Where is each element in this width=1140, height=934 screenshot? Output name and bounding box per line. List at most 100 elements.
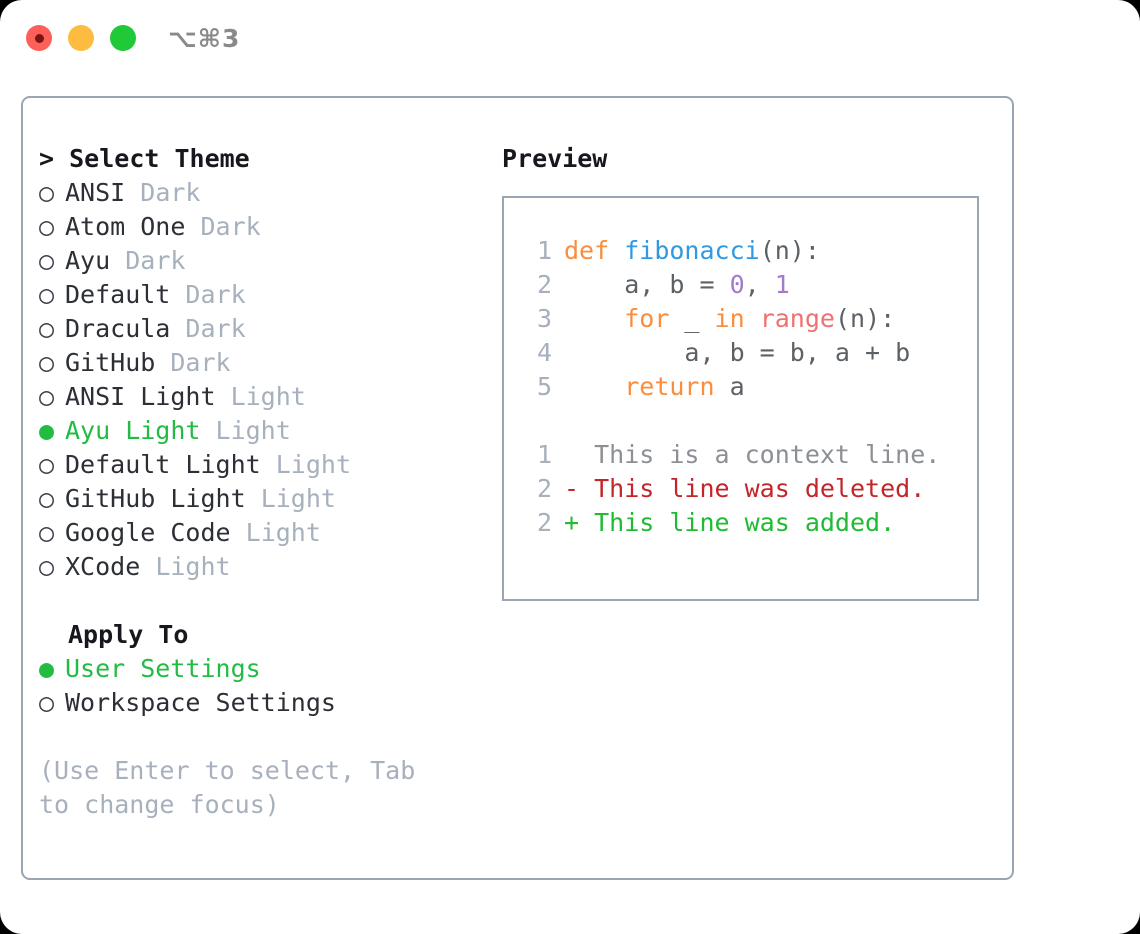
- title-bar: ⌥⌘3: [0, 0, 1140, 78]
- radio-unselected-icon: ○: [39, 246, 55, 275]
- select-theme-heading: > Select Theme: [39, 142, 479, 176]
- diff-line-add: 2+ This line was added.: [520, 506, 977, 540]
- radio-unselected-icon: ○: [39, 212, 55, 241]
- line-number: 1: [536, 236, 552, 265]
- theme-option-github[interactable]: ○GitHub Dark: [39, 346, 479, 380]
- theme-option-tag: Light: [215, 416, 291, 445]
- code-token-pln: [564, 304, 624, 333]
- line-number: 2: [536, 474, 552, 503]
- theme-option-google-code[interactable]: ○Google Code Light: [39, 516, 479, 550]
- diff-text: This line was added.: [579, 508, 896, 537]
- theme-option-github-light[interactable]: ○ GitHub Light Light: [39, 482, 479, 516]
- theme-option-label: GitHub Light: [65, 484, 246, 513]
- radio-unselected-icon: ○: [39, 314, 55, 343]
- label-tag-gap: [231, 518, 246, 547]
- close-button[interactable]: [26, 25, 52, 51]
- radio-unselected-icon: ○: [39, 382, 55, 411]
- theme-option-xcode[interactable]: ○ XCode Light: [39, 550, 479, 584]
- line-number: 3: [536, 304, 552, 333]
- code-token-pln: [745, 304, 760, 333]
- code-token-num: 1: [774, 270, 790, 299]
- theme-option-label: Default Light: [65, 450, 261, 479]
- code-token-pln: (n):: [834, 304, 896, 333]
- window-controls: [26, 25, 136, 51]
- diff-line-del: 2- This line was deleted.: [520, 472, 977, 506]
- theme-option-tag: Light: [230, 382, 306, 411]
- theme-option-ayu-light[interactable]: ●Ayu Light Light: [39, 414, 479, 448]
- theme-option-tag: Dark: [170, 348, 231, 377]
- diff-text: This is a context line.: [579, 440, 941, 469]
- theme-option-tag: Light: [155, 552, 231, 581]
- radio-unselected-icon: ○: [39, 688, 55, 717]
- theme-option-default[interactable]: ○ Default Dark: [39, 278, 479, 312]
- code-token-call: range: [759, 304, 835, 333]
- code-token-fn: fibonacci: [624, 236, 760, 265]
- radio-selected-icon: ●: [39, 654, 55, 683]
- code-line: 3 for _ in range(n):: [520, 302, 977, 336]
- theme-option-ayu[interactable]: ○Ayu Dark: [39, 244, 479, 278]
- theme-option-default-light[interactable]: ○Default Light Light: [39, 448, 479, 482]
- select-theme-heading-label: Select Theme: [69, 144, 250, 173]
- theme-option-tag: Dark: [200, 212, 261, 241]
- theme-option-tag: Light: [260, 484, 336, 513]
- label-tag-gap: [155, 348, 170, 377]
- label-tag-gap: [140, 552, 155, 581]
- label-tag-gap: [110, 246, 125, 275]
- diff-marker: [564, 440, 579, 469]
- theme-option-label: Ayu: [65, 246, 111, 275]
- code-token-pln: _: [669, 304, 715, 333]
- keyboard-hint: (Use Enter to select, Tab to change focu…: [39, 756, 431, 819]
- code-line: 2 a, b = 0, 1: [520, 268, 977, 302]
- theme-option-label: XCode: [65, 552, 141, 581]
- label-tag-gap: [261, 450, 276, 479]
- radio-unselected-icon: ○: [39, 484, 55, 513]
- code-line: 5 return a: [520, 370, 977, 404]
- apply-to-option-workspace-settings[interactable]: ○ Workspace Settings: [39, 686, 479, 720]
- minimize-button[interactable]: [68, 25, 94, 51]
- theme-option-tag: Dark: [185, 314, 246, 343]
- theme-option-atom-one[interactable]: ○Atom One Dark: [39, 210, 479, 244]
- theme-option-label: ANSI Light: [65, 382, 216, 411]
- main-panel: > Select Theme ○ANSI Dark○Atom One Dark○…: [21, 96, 1014, 880]
- theme-option-label: Default: [65, 280, 171, 309]
- code-token-pln: [609, 236, 624, 265]
- code-token-kw: for: [624, 304, 670, 333]
- maximize-button[interactable]: [110, 25, 136, 51]
- preview-heading: Preview: [502, 144, 608, 173]
- code-token-pln: a: [714, 372, 745, 401]
- code-line: 4 a, b = b, a + b: [520, 336, 977, 370]
- radio-unselected-icon: ○: [39, 178, 55, 207]
- theme-option-ansi-light[interactable]: ○ ANSI Light Light: [39, 380, 479, 414]
- code-token-kw: return: [624, 372, 715, 401]
- apply-to-list: ● User Settings ○ Workspace Settings: [39, 652, 479, 720]
- label-tag-gap: [185, 212, 200, 241]
- theme-option-tag: Light: [275, 450, 351, 479]
- label-tag-gap: [125, 178, 140, 207]
- apply-to-option-user-settings[interactable]: ● User Settings: [39, 652, 479, 686]
- code-token-pln: ,: [744, 270, 775, 299]
- theme-option-label: Dracula: [65, 314, 171, 343]
- radio-selected-icon: ●: [39, 416, 55, 445]
- theme-list: ○ANSI Dark○Atom One Dark○Ayu Dark○Defaul…: [39, 176, 479, 584]
- code-token-pln: [564, 372, 624, 401]
- prompt-caret-icon: >: [39, 144, 70, 173]
- theme-option-tag: Light: [245, 518, 321, 547]
- apply-to-option-label: Workspace Settings: [65, 688, 336, 717]
- diff-sample: 1 This is a context line.2- This line wa…: [520, 438, 977, 540]
- theme-option-tag: Dark: [185, 280, 246, 309]
- radio-unselected-icon: ○: [39, 552, 55, 581]
- keyboard-shortcut-label: ⌥⌘3: [168, 24, 241, 53]
- radio-unselected-icon: ○: [39, 280, 55, 309]
- radio-unselected-icon: ○: [39, 518, 55, 547]
- theme-option-dracula[interactable]: ○ Dracula Dark: [39, 312, 479, 346]
- diff-text: This line was deleted.: [579, 474, 926, 503]
- apply-to-option-label: User Settings: [65, 654, 261, 683]
- label-tag-gap: [246, 484, 261, 513]
- code-token-kw: def: [564, 236, 610, 265]
- theme-picker-column: > Select Theme ○ANSI Dark○Atom One Dark○…: [39, 142, 479, 822]
- code-token-pln: (n):: [759, 236, 820, 265]
- theme-option-ansi[interactable]: ○ANSI Dark: [39, 176, 479, 210]
